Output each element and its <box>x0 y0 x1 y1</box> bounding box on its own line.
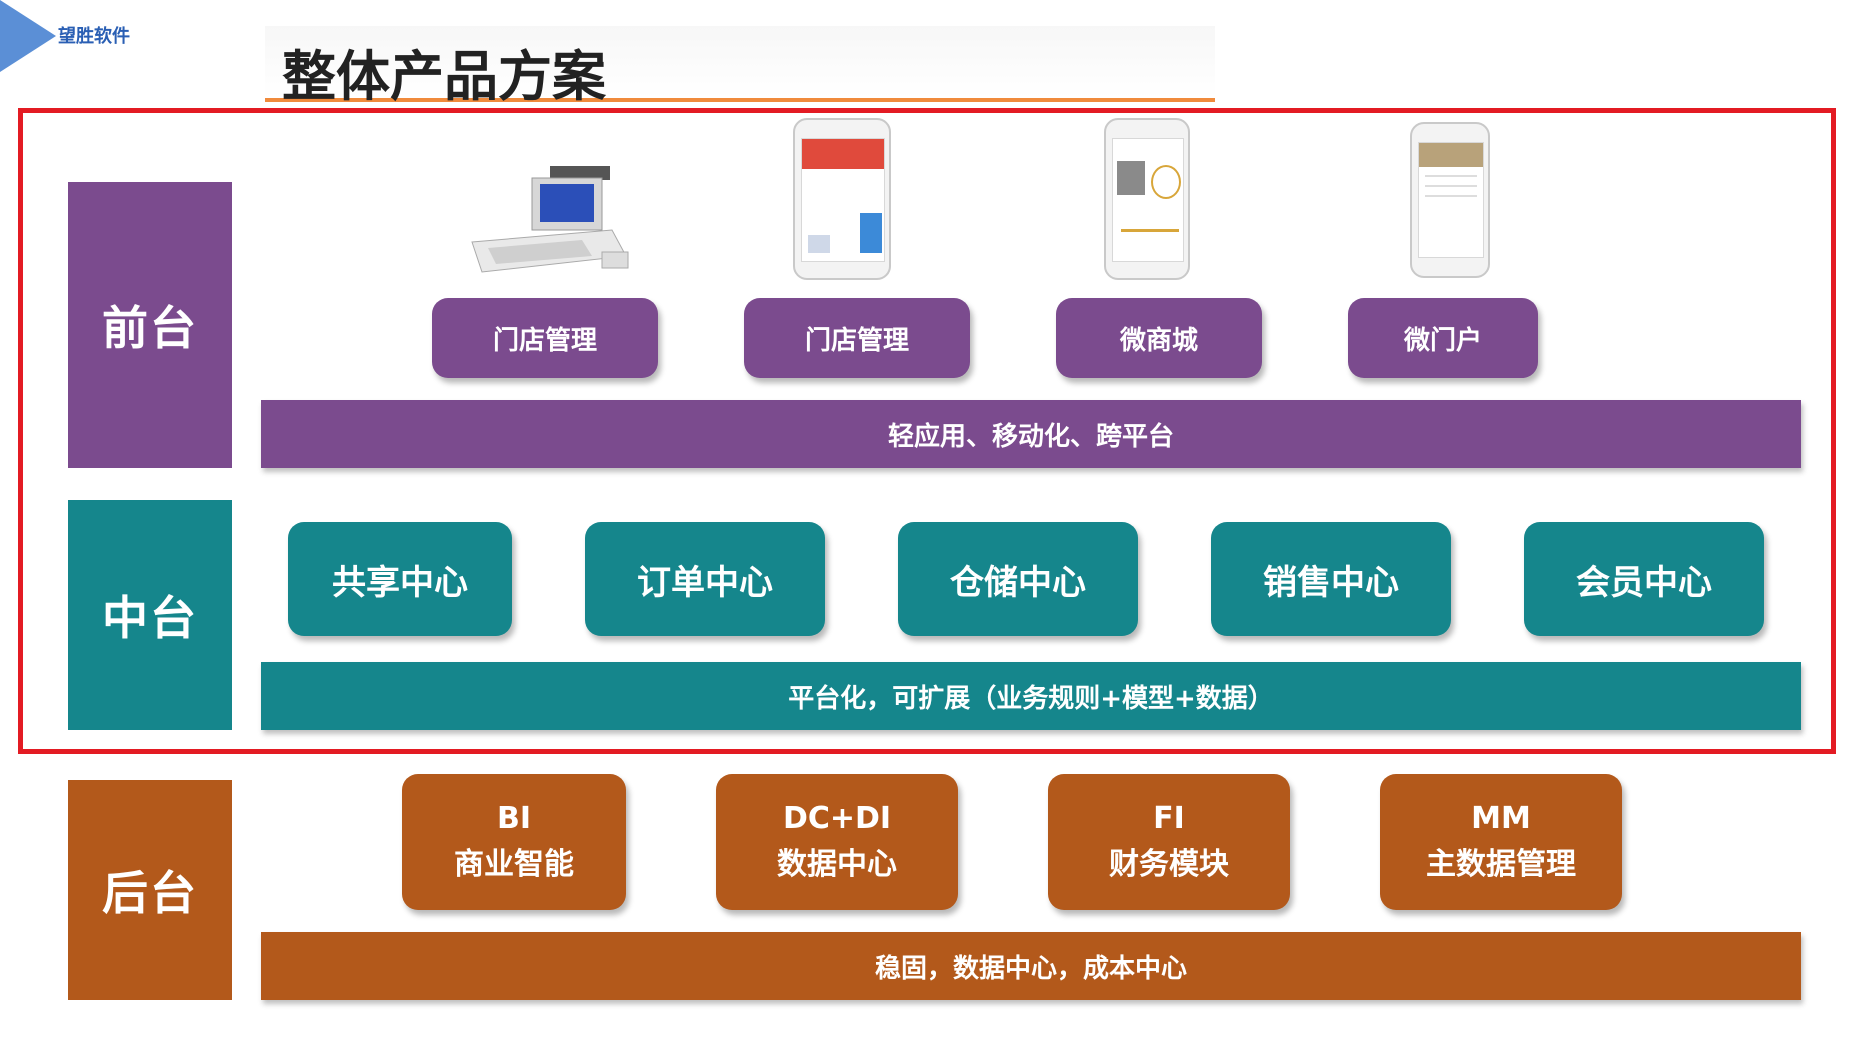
back-item-name: 数据中心 <box>777 847 897 882</box>
middle-layer-bar: 平台化，可扩展（业务规则+模型+数据） <box>261 662 1801 730</box>
back-item-mm: MM 主数据管理 <box>1380 774 1622 910</box>
logo-triangle-icon <box>0 0 56 72</box>
front-item-micro-mall: 微商城 <box>1056 298 1262 378</box>
title-banner <box>265 26 1215 102</box>
highlight-frame <box>18 108 1836 754</box>
smartphone-icon <box>1410 122 1490 278</box>
middle-item-order-center: 订单中心 <box>585 522 825 636</box>
back-item-bi: BI 商业智能 <box>402 774 626 910</box>
back-item-code: BI <box>496 800 532 836</box>
middle-item-sales-center: 销售中心 <box>1211 522 1451 636</box>
logo-text: 望胜软件 <box>58 26 130 47</box>
back-item-fi: FI 财务模块 <box>1048 774 1290 910</box>
middle-item-member-center: 会员中心 <box>1524 522 1764 636</box>
back-layer-label: 后台 <box>68 780 232 1000</box>
front-item-micro-portal: 微门户 <box>1348 298 1538 378</box>
page-title: 整体产品方案 <box>282 45 606 108</box>
back-item-code: DC+DI <box>782 800 892 836</box>
back-item-name: 财务模块 <box>1109 847 1229 882</box>
back-layer-bar: 稳固，数据中心，成本中心 <box>261 932 1801 1000</box>
back-item-dcdi: DC+DI 数据中心 <box>716 774 958 910</box>
logo: 望胜软件 <box>0 0 160 74</box>
back-item-name: 商业智能 <box>454 847 574 882</box>
middle-item-warehouse-center: 仓储中心 <box>898 522 1138 636</box>
smartphone-icon <box>1104 118 1190 280</box>
front-layer-label: 前台 <box>68 182 232 468</box>
middle-item-shared-center: 共享中心 <box>288 522 512 636</box>
front-item-store-mgmt-mobile: 门店管理 <box>744 298 970 378</box>
front-item-store-mgmt-pos: 门店管理 <box>432 298 658 378</box>
smartphone-icon <box>793 118 891 280</box>
back-item-code: MM <box>1471 800 1531 836</box>
back-item-code: FI <box>1153 800 1185 836</box>
front-layer-bar: 轻应用、移动化、跨平台 <box>261 400 1801 468</box>
back-item-name: 主数据管理 <box>1426 847 1576 882</box>
pos-terminal-icon <box>462 160 632 286</box>
middle-layer-label: 中台 <box>68 500 232 730</box>
